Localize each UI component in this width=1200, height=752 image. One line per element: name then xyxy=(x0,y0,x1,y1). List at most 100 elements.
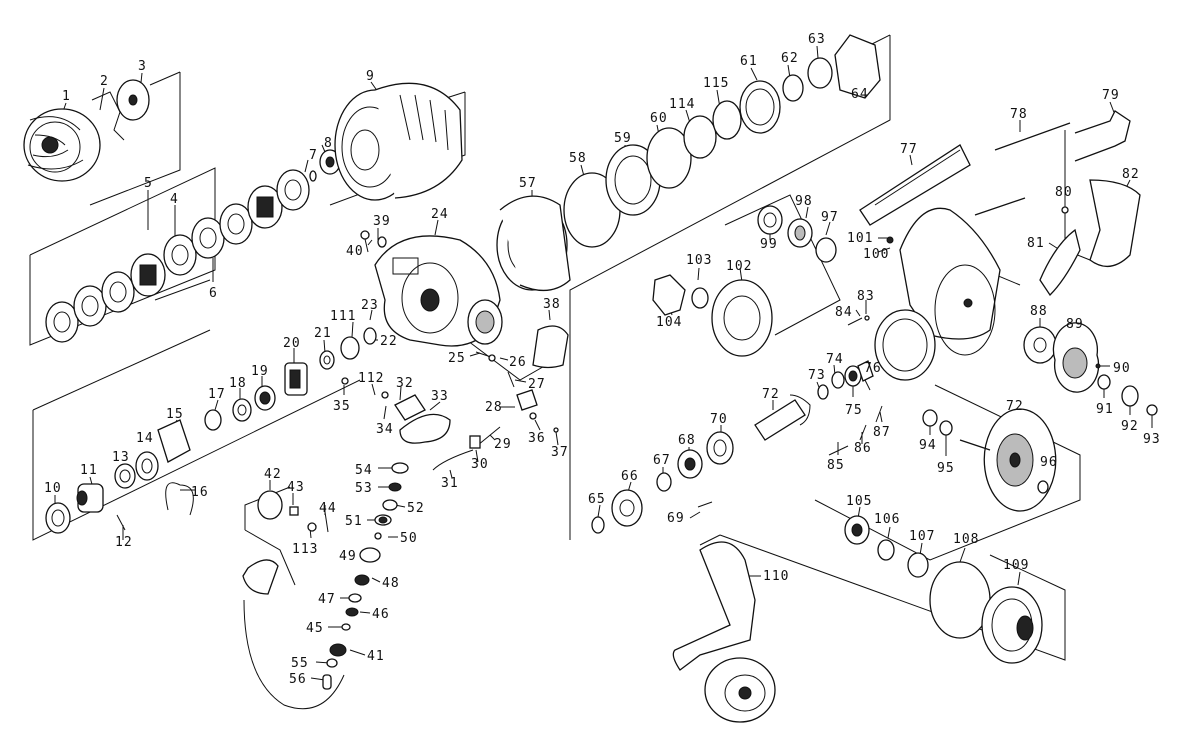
part-label-81: 81 xyxy=(1027,236,1045,251)
part-label-55: 55 xyxy=(291,656,309,671)
part-label-44: 44 xyxy=(319,501,337,516)
part-label-64: 64 xyxy=(851,87,869,102)
part-label-5: 5 xyxy=(144,176,153,191)
part-label-76: 76 xyxy=(864,361,882,376)
part-number-labels: 1234567891011121314151617181920212223242… xyxy=(44,32,1160,687)
part-label-113: 113 xyxy=(292,542,318,557)
part-label-48: 48 xyxy=(382,576,400,591)
part-label-16: 16 xyxy=(191,485,209,500)
part-label-34: 34 xyxy=(376,422,394,437)
part-label-4: 4 xyxy=(170,192,179,207)
part-label-115: 115 xyxy=(703,76,729,91)
part-washer-stack-4-6 xyxy=(45,169,310,343)
part-77-body xyxy=(859,144,1001,381)
part-label-78: 78 xyxy=(1010,107,1028,122)
part-label-60: 60 xyxy=(650,111,668,126)
part-label-106: 106 xyxy=(874,512,900,527)
part-label-83: 83 xyxy=(857,289,875,304)
part-97-104-cap xyxy=(652,205,894,357)
part-label-17: 17 xyxy=(208,387,226,402)
part-label-112: 112 xyxy=(358,371,384,386)
part-rotor-rings-57-64 xyxy=(496,34,881,292)
part-label-105: 105 xyxy=(846,494,872,509)
part-1-drag-knob xyxy=(23,108,101,182)
part-label-103: 103 xyxy=(686,253,712,268)
part-label-35: 35 xyxy=(333,399,351,414)
part-label-96: 96 xyxy=(1040,455,1058,470)
part-label-29: 29 xyxy=(494,437,512,452)
part-label-26: 26 xyxy=(509,355,527,370)
part-shaft-assembly-10-22 xyxy=(45,327,377,534)
part-72-76-pinion xyxy=(754,360,874,441)
part-roller-stack-41-56 xyxy=(322,462,409,690)
part-label-25: 25 xyxy=(448,351,466,366)
part-78-82-handle-parts xyxy=(974,110,1141,297)
part-label-37: 37 xyxy=(551,445,569,460)
part-label-13: 13 xyxy=(112,450,130,465)
part-label-63: 63 xyxy=(808,32,826,47)
part-label-68: 68 xyxy=(678,433,696,448)
part-label-108: 108 xyxy=(953,532,979,547)
part-label-92: 92 xyxy=(1121,419,1139,434)
part-label-110: 110 xyxy=(763,569,789,584)
part-label-107: 107 xyxy=(909,529,935,544)
part-label-53: 53 xyxy=(355,481,373,496)
part-label-101: 101 xyxy=(847,231,873,246)
part-label-82: 82 xyxy=(1122,167,1140,182)
part-label-2: 2 xyxy=(100,74,109,89)
part-label-88: 88 xyxy=(1030,304,1048,319)
part-label-74: 74 xyxy=(826,352,844,367)
part-label-38: 38 xyxy=(543,297,561,312)
part-label-99: 99 xyxy=(760,237,778,252)
part-label-47: 47 xyxy=(318,592,336,607)
part-label-80: 80 xyxy=(1055,185,1073,200)
part-label-6: 6 xyxy=(209,286,218,301)
part-label-33: 33 xyxy=(431,389,449,404)
part-label-72-b: 72 xyxy=(1006,399,1024,414)
part-label-49: 49 xyxy=(339,549,357,564)
part-label-43: 43 xyxy=(287,480,305,495)
part-label-95: 95 xyxy=(937,461,955,476)
part-label-62: 62 xyxy=(781,51,799,66)
part-label-73: 73 xyxy=(808,368,826,383)
part-label-100: 100 xyxy=(863,247,889,262)
part-label-79: 79 xyxy=(1102,88,1120,103)
part-label-85: 85 xyxy=(827,458,845,473)
part-label-50: 50 xyxy=(400,531,418,546)
part-label-65: 65 xyxy=(588,492,606,507)
part-label-40: 40 xyxy=(346,244,364,259)
part-label-54: 54 xyxy=(355,463,373,478)
part-label-72: 72 xyxy=(762,387,780,402)
part-bail-mechanism-25-38 xyxy=(432,325,569,471)
part-84-87-screws xyxy=(828,405,883,456)
part-label-19: 19 xyxy=(251,364,269,379)
part-label-86: 86 xyxy=(854,441,872,456)
part-label-20: 20 xyxy=(283,336,301,351)
part-label-42: 42 xyxy=(264,467,282,482)
part-label-24: 24 xyxy=(431,207,449,222)
part-32-35-levers xyxy=(341,377,451,444)
part-label-75: 75 xyxy=(845,403,863,418)
part-label-109: 109 xyxy=(1003,558,1029,573)
part-label-70: 70 xyxy=(710,412,728,427)
part-label-7: 7 xyxy=(309,148,318,163)
part-label-41: 41 xyxy=(367,649,385,664)
part-label-27: 27 xyxy=(528,377,546,392)
part-label-69: 69 xyxy=(667,511,685,526)
part-label-91: 91 xyxy=(1096,402,1114,417)
part-label-30: 30 xyxy=(471,457,489,472)
part-label-11: 11 xyxy=(80,463,98,478)
part-label-18: 18 xyxy=(229,376,247,391)
part-label-59: 59 xyxy=(614,131,632,146)
part-label-98: 98 xyxy=(795,194,813,209)
part-label-90: 90 xyxy=(1113,361,1131,376)
part-72-drive-gear xyxy=(922,408,1057,512)
part-label-14: 14 xyxy=(136,431,154,446)
part-label-67: 67 xyxy=(653,453,671,468)
part-3-washer xyxy=(116,79,150,121)
part-label-102: 102 xyxy=(726,259,752,274)
part-label-111: 111 xyxy=(330,309,356,324)
part-label-114: 114 xyxy=(669,97,695,112)
part-label-31: 31 xyxy=(441,476,459,491)
